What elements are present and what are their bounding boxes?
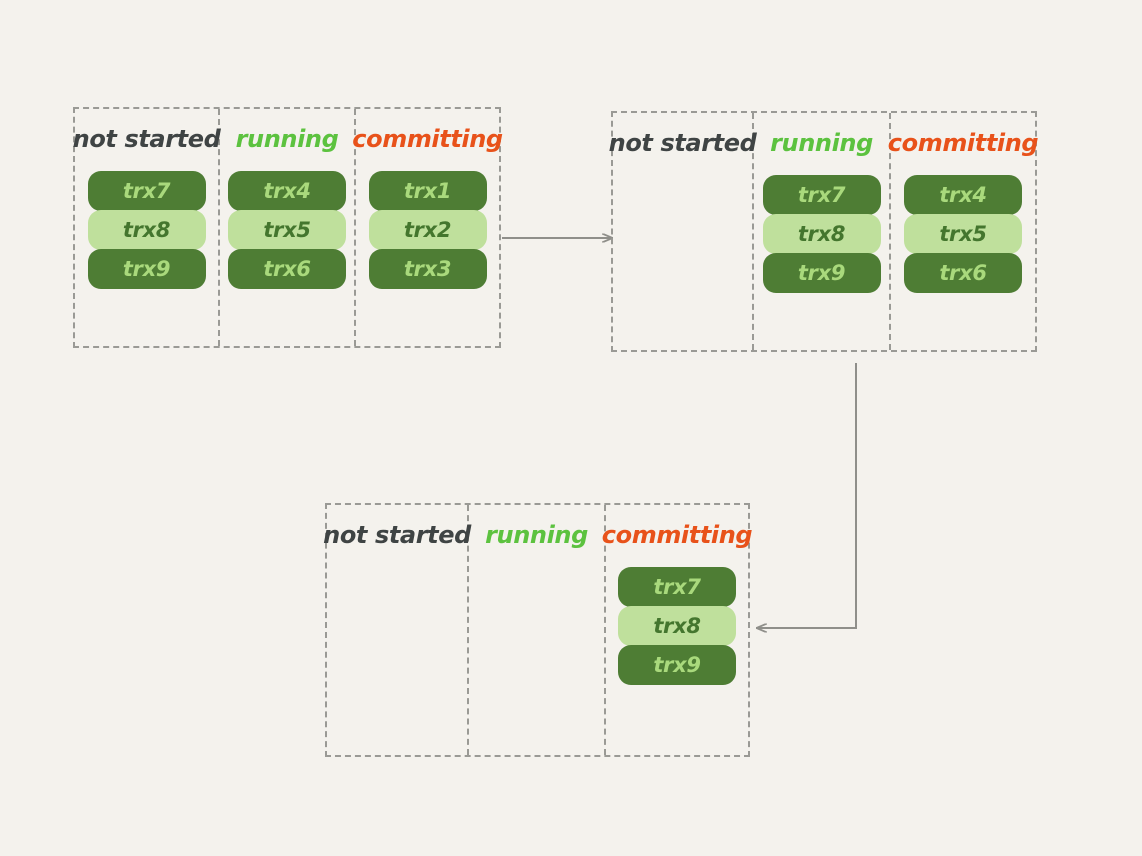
column-not-started: not started trx7 trx8 trx9 — [72, 109, 221, 346]
pill-stack-running: trx4 trx5 trx6 — [228, 171, 346, 289]
column-running: running trx7 trx8 trx9 — [754, 113, 891, 350]
transaction-pill[interactable]: trx7 — [87, 171, 206, 211]
state-group-after-first-transition: not started running trx7 trx8 trx9 commi… — [609, 111, 1039, 352]
pill-stack-running: trx7 trx8 trx9 — [762, 175, 881, 293]
column-title-not-started: not started — [608, 129, 757, 157]
transaction-pill[interactable]: trx9 — [87, 249, 206, 289]
pill-stack-committing: trx4 trx5 trx6 — [904, 175, 1022, 293]
column-not-started: not started — [609, 113, 757, 350]
column-title-running: running — [235, 125, 339, 153]
column-running: running trx4 trx5 trx6 — [220, 109, 356, 346]
pill-stack-committing: trx1 trx2 trx3 — [368, 171, 487, 289]
column-title-running: running — [485, 521, 588, 549]
column-committing: committing trx7 trx8 trx9 — [602, 505, 753, 755]
transaction-pill[interactable]: trx3 — [368, 249, 487, 289]
state-group-after-second-transition: not started running committing trx7 trx8… — [323, 503, 753, 757]
transaction-pill[interactable]: trx8 — [87, 210, 206, 250]
transaction-pill[interactable]: trx7 — [618, 567, 736, 607]
column-committing: committing trx4 trx5 trx6 — [887, 113, 1039, 350]
transaction-pill[interactable]: trx7 — [762, 175, 881, 215]
transaction-pill[interactable]: trx8 — [618, 606, 736, 646]
column-title-running: running — [770, 129, 873, 157]
transaction-pill[interactable]: trx5 — [904, 214, 1022, 254]
column-title-not-started: not started — [323, 521, 471, 549]
arrow-group2-to-group3 — [756, 363, 857, 628]
transaction-pill[interactable]: trx8 — [762, 214, 881, 254]
column-title-committing: committing — [352, 125, 503, 153]
column-running: running — [469, 505, 606, 755]
transaction-pill[interactable]: trx4 — [904, 175, 1022, 215]
pill-stack-not-started: trx7 trx8 trx9 — [87, 171, 206, 289]
transaction-pill[interactable]: trx6 — [228, 249, 346, 289]
column-not-started: not started — [323, 505, 471, 755]
column-committing: committing trx1 trx2 trx3 — [352, 109, 503, 346]
transaction-pill[interactable]: trx4 — [228, 171, 346, 211]
column-title-committing: committing — [601, 521, 753, 549]
pill-stack-committing: trx7 trx8 trx9 — [618, 567, 736, 685]
transaction-pill[interactable]: trx9 — [618, 645, 736, 685]
transaction-pill[interactable]: trx9 — [762, 253, 881, 293]
transaction-pill[interactable]: trx2 — [368, 210, 487, 250]
transaction-pill[interactable]: trx1 — [368, 171, 487, 211]
transaction-pill[interactable]: trx6 — [904, 253, 1022, 293]
transaction-pill[interactable]: trx5 — [228, 210, 346, 250]
column-title-committing: committing — [887, 129, 1039, 157]
state-group-initial: not started trx7 trx8 trx9 running trx4 … — [72, 107, 503, 348]
column-title-not-started: not started — [72, 125, 221, 153]
